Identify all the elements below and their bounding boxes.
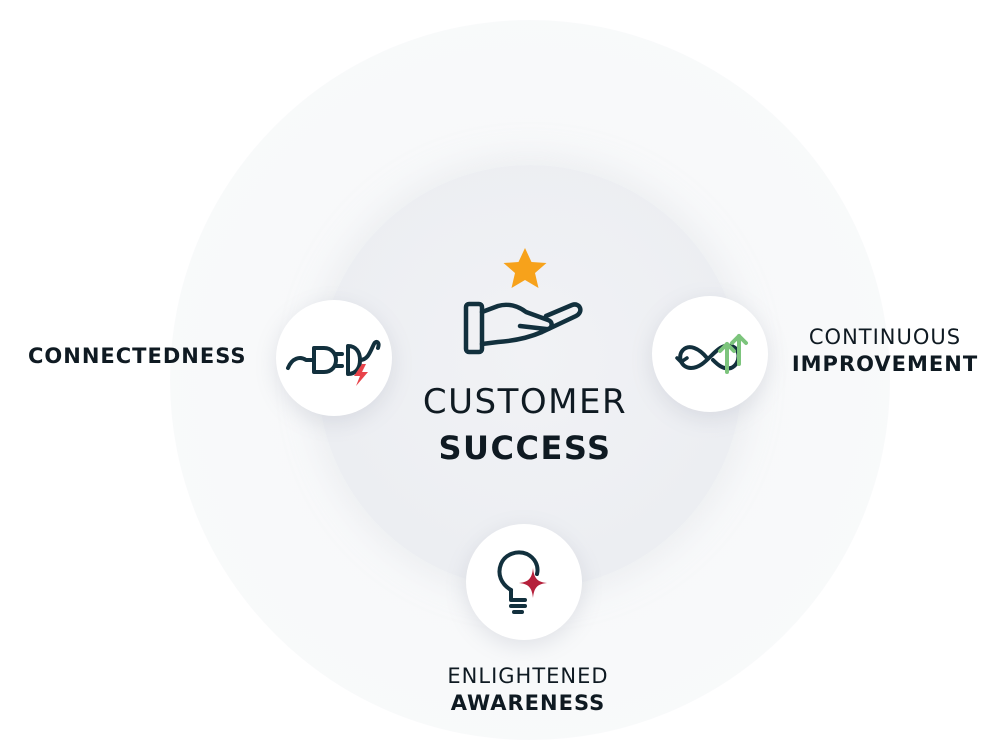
label-connectedness: CONNECTEDNESS: [28, 343, 248, 370]
hand-star-icon: [463, 248, 583, 355]
label-enlightened-light: ENLIGHTENED: [447, 664, 609, 688]
up-arrows-icon: [718, 334, 748, 374]
node-connectedness: [276, 300, 392, 416]
lightbulb-sparkle-icon: [497, 550, 547, 614]
center-title: CUSTOMER SUCCESS: [360, 382, 690, 467]
center-title-light: CUSTOMER: [422, 382, 628, 422]
label-continuous-improvement: CONTINUOUS IMPROVEMENT: [780, 324, 990, 379]
node-enlightened-awareness: [466, 524, 582, 640]
label-improvement-bold: IMPROVEMENT: [791, 352, 979, 377]
label-enlightened-awareness: ENLIGHTENED AWARENESS: [400, 663, 656, 718]
node-continuous-improvement: [652, 296, 768, 412]
label-continuous-light: CONTINUOUS: [808, 325, 962, 349]
label-awareness-bold: AWARENESS: [450, 691, 606, 716]
star-icon: [503, 248, 547, 288]
infinity-arrows-icon: [675, 334, 748, 374]
plug-icon: [286, 339, 381, 386]
sparkle-icon: [519, 568, 547, 598]
label-connectedness-bold: CONNECTEDNESS: [28, 344, 247, 368]
center-title-bold: SUCCESS: [438, 428, 612, 467]
bolt-icon: [354, 364, 368, 386]
